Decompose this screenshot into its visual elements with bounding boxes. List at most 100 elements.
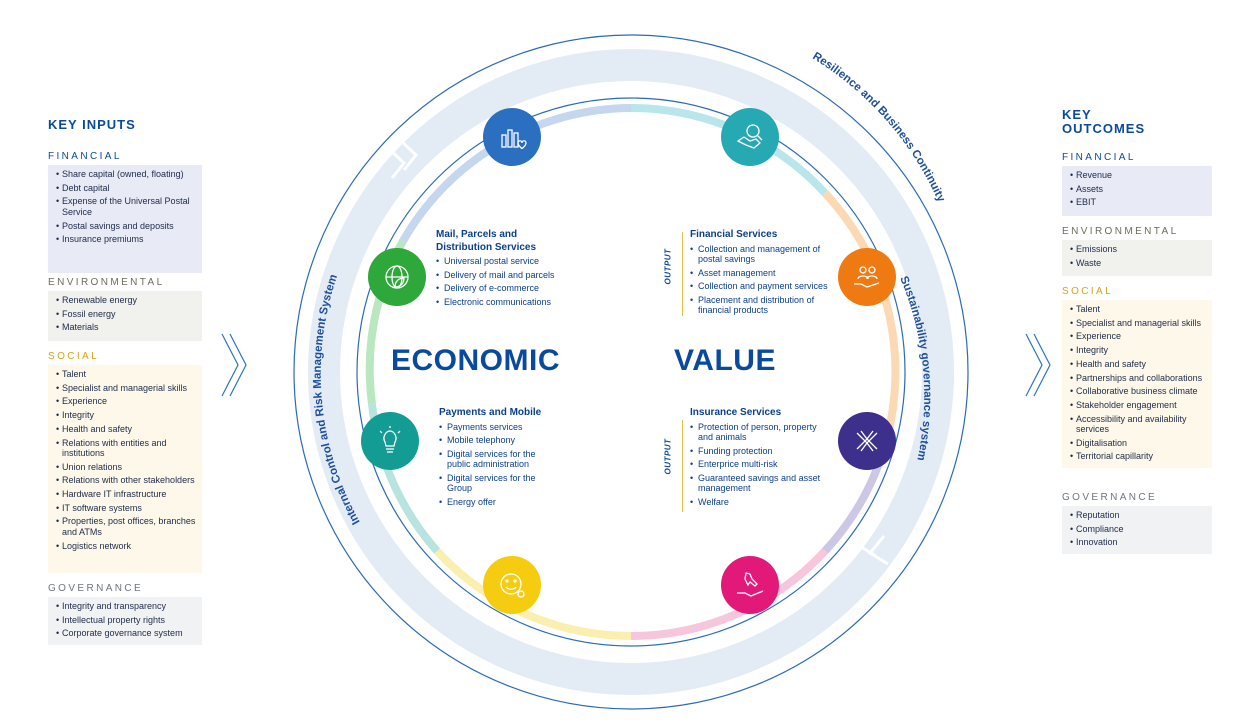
smiley-icon: [483, 556, 541, 614]
list-item: Fossil energy: [56, 309, 198, 320]
inputs-environmental-box: Renewable energyFossil energyMaterials: [48, 291, 202, 341]
outcomes-environmental-box: EmissionsWaste: [1062, 240, 1212, 276]
output-label-top: OUTPUT: [663, 248, 673, 285]
list-item: Corporate governance system: [56, 628, 198, 639]
list-item: Universal postal service: [436, 256, 576, 267]
economic-word: ECONOMIC: [391, 344, 560, 377]
list-item: Digitalisation: [1070, 438, 1208, 449]
list-item: Integrity: [56, 410, 198, 421]
list-item: Welfare: [690, 497, 832, 508]
list-item: Talent: [56, 369, 198, 380]
list-item: Postal savings and deposits: [56, 221, 198, 232]
payments-title: Payments and Mobile: [439, 407, 542, 418]
item-list: Renewable energyFossil energyMaterials: [56, 295, 198, 333]
list-item: Waste: [1070, 258, 1208, 269]
key-inputs-panel: KEY INPUTS FINANCIAL Share capital (owne…: [48, 118, 202, 645]
financial-services-title: Financial Services: [690, 229, 778, 240]
item-list: RevenueAssetsEBIT: [1070, 170, 1208, 208]
chart-heart-icon: [483, 108, 541, 166]
inputs-social-box: TalentSpecialist and managerial skillsEx…: [48, 365, 202, 573]
list-item: Hardware IT infrastructure: [56, 489, 198, 500]
item-list: TalentSpecialist and managerial skillsEx…: [56, 369, 198, 551]
list-item: Guaranteed savings and asset management: [690, 473, 832, 494]
list-item: Integrity: [1070, 345, 1208, 356]
list-item: Relations with entities and institutions: [56, 438, 198, 459]
list-item: Collaborative business climate: [1070, 386, 1208, 397]
list-item: Health and safety: [56, 424, 198, 435]
inputs-financial-label: FINANCIAL: [48, 151, 122, 162]
list-item: Electronic communications: [436, 297, 576, 308]
output-label-bottom: OUTPUT: [663, 438, 673, 475]
list-item: Specialist and managerial skills: [56, 383, 198, 394]
globe-leaf-icon: [368, 248, 426, 306]
list-item: Protection of person, property and anima…: [690, 422, 832, 443]
list-item: Reputation: [1070, 510, 1208, 521]
list-item: Materials: [56, 322, 198, 333]
list-item: Emissions: [1070, 244, 1208, 255]
outcomes-arrow-icon: [1025, 333, 1051, 397]
inputs-social-section: SOCIAL TalentSpecialist and managerial s…: [48, 351, 202, 573]
outcomes-governance-label: GOVERNANCE: [1062, 492, 1158, 503]
key-outcomes-title-line2: OUTCOMES: [1062, 121, 1146, 136]
list-item: IT software systems: [56, 503, 198, 514]
list-item: Placement and distribution of financial …: [690, 295, 840, 316]
list-item: Payments services: [439, 422, 559, 433]
outcomes-financial-section: FINANCIAL RevenueAssetsEBIT: [1062, 152, 1212, 216]
inputs-governance-box: Integrity and transparencyIntellectual p…: [48, 597, 202, 645]
item-list: ReputationComplianceInnovation: [1070, 510, 1208, 548]
financial-services-block: Financial Services Collection and manage…: [690, 229, 840, 319]
inputs-environmental-section: ENVIRONMENTAL Renewable energyFossil ene…: [48, 277, 202, 341]
outcomes-social-box: TalentSpecialist and managerial skillsEx…: [1062, 300, 1212, 468]
list-item: Delivery of e-commerce: [436, 283, 576, 294]
list-item: Logistics network: [56, 541, 198, 552]
list-item: Intellectual property rights: [56, 615, 198, 626]
lightbulb-icon: [361, 412, 419, 470]
item-list: Protection of person, property and anima…: [690, 422, 832, 508]
key-outcomes-title-line1: KEY: [1062, 107, 1092, 122]
people-hand-icon: [838, 248, 896, 306]
list-item: Compliance: [1070, 524, 1208, 535]
list-item: Delivery of mail and parcels: [436, 270, 576, 281]
list-item: Digital services for the Group: [439, 473, 559, 494]
list-item: Expense of the Universal Postal Service: [56, 196, 198, 217]
list-item: Accessibility and availability services: [1070, 414, 1208, 435]
item-list: Collection and management of postal savi…: [690, 244, 840, 316]
outcomes-financial-box: RevenueAssetsEBIT: [1062, 166, 1212, 216]
list-item: Integrity and transparency: [56, 601, 198, 612]
key-inputs-title: KEY INPUTS: [48, 117, 136, 132]
list-item: Specialist and managerial skills: [1070, 318, 1208, 329]
outcomes-governance-section: GOVERNANCE ReputationComplianceInnovatio…: [1062, 492, 1212, 554]
list-item: Insurance premiums: [56, 234, 198, 245]
item-list: Universal postal serviceDelivery of mail…: [436, 256, 576, 308]
inputs-social-label: SOCIAL: [48, 351, 100, 362]
handshake-icon: [721, 108, 779, 166]
list-item: Mobile telephony: [439, 435, 559, 446]
outcomes-environmental-label: ENVIRONMENTAL: [1062, 226, 1179, 237]
list-item: Funding protection: [690, 446, 832, 457]
list-item: Share capital (owned, floating): [56, 169, 198, 180]
list-item: Partnerships and collaborations: [1070, 373, 1208, 384]
service-ring: [365, 104, 900, 640]
list-item: Union relations: [56, 462, 198, 473]
list-item: Debt capital: [56, 183, 198, 194]
item-list: Payments servicesMobile telephonyDigital…: [439, 422, 559, 508]
list-item: Talent: [1070, 304, 1208, 315]
item-list: EmissionsWaste: [1070, 244, 1208, 269]
list-item: Experience: [56, 396, 198, 407]
list-item: Digital services for the public administ…: [439, 449, 559, 470]
list-item: Energy offer: [439, 497, 559, 508]
list-item: Stakeholder engagement: [1070, 400, 1208, 411]
inputs-financial-box: Share capital (owned, floating) Debt capi…: [48, 165, 202, 273]
output-divider-bottom: [682, 420, 683, 512]
item-list: Share capital (owned, floating) Debt capi…: [56, 169, 198, 245]
list-item: Relations with other stakeholders: [56, 475, 198, 486]
outer-circle: [293, 34, 969, 710]
payments-block: Payments and Mobile Payments servicesMob…: [439, 407, 559, 511]
insurance-services-title: Insurance Services: [690, 407, 782, 418]
italy-hand-icon: [721, 556, 779, 614]
list-item: EBIT: [1070, 197, 1208, 208]
item-list: Integrity and transparencyIntellectual p…: [56, 601, 198, 639]
inner-circle: [356, 97, 906, 647]
inputs-environmental-label: ENVIRONMENTAL: [48, 277, 165, 288]
